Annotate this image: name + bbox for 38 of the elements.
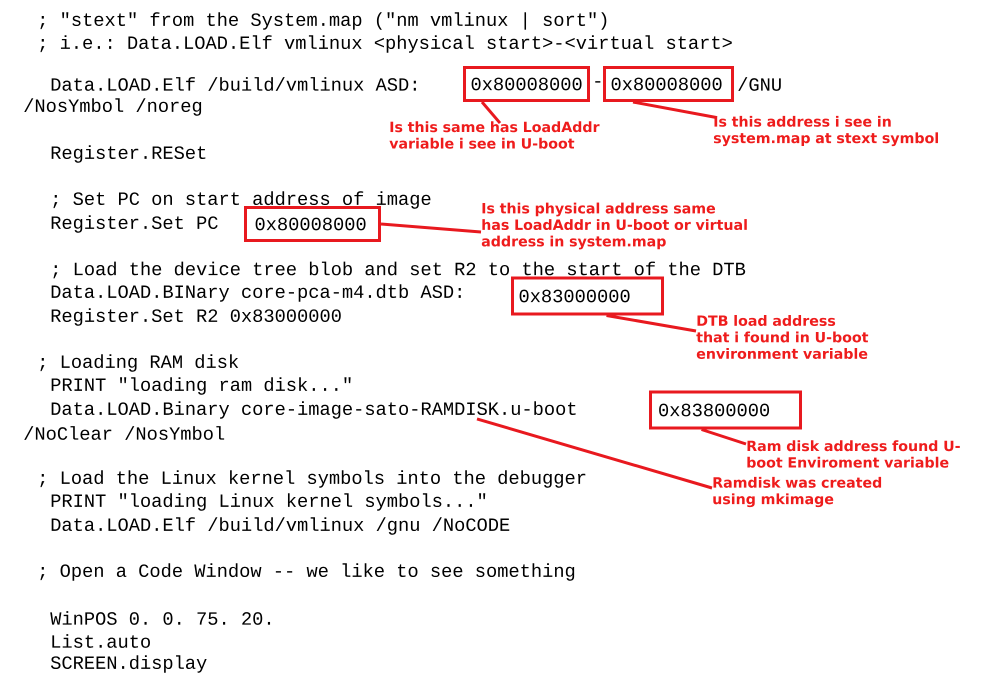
- code-line: ; i.e.: Data.LOAD.Elf vmlinux <physical start>-<virtual start>: [40, 35, 732, 53]
- code-line: Register.Set R2 0x83000000: [52, 308, 341, 326]
- address-box: 0x80008000: [603, 66, 734, 102]
- code-line: List.auto: [52, 634, 150, 648]
- code-line: Data.LOAD.Elf /build/vmlinux ASD:: [52, 77, 416, 91]
- code-line: PRINT "loading ram disk...": [52, 377, 351, 395]
- code-line: ; Set PC on start address of image: [53, 191, 430, 209]
- code-line: Data.LOAD.BINary core-pca-m4.dtb ASD:: [52, 284, 461, 302]
- code-line: Data.LOAD.Binary core-image-sato-RAMDISK.u-boot: [52, 401, 576, 419]
- code-line: -: [595, 81, 600, 83]
- annotation-text: Ram disk address found U-boot Enviroment variable: [747, 440, 960, 468]
- code-line: PRINT "loading Linux kernel symbols...": [52, 493, 486, 511]
- annotation-text: Ramdisk was created using mkimage: [713, 476, 882, 508]
- code-line: Register.Set PC: [52, 215, 218, 233]
- code-line: ; Load the Linux kernel symbols into the debugger: [40, 470, 586, 488]
- code-line: ; Loading RAM disk: [40, 354, 238, 372]
- code-line: WinPOS 0. 0. 75. 20.: [50, 611, 270, 625]
- address-box: 0x80008000: [244, 206, 381, 242]
- address-box: 0x83800000: [649, 390, 802, 430]
- leader-line: [632, 100, 718, 120]
- leader-line: [480, 101, 502, 124]
- code-line: Data.LOAD.Elf /build/vmlinux /gnu /NoCODE: [52, 517, 510, 535]
- code-line: ; Load the device tree blob and set R2 to the start of the DTB: [53, 262, 746, 278]
- code-line: Register.RESet: [52, 145, 206, 163]
- leader-line: [701, 428, 746, 446]
- leader-line: [380, 222, 482, 234]
- address-box: 0x80008000: [463, 66, 590, 102]
- code-line: ; "stext" from the System.map ("nm vmlinux | sort"): [40, 12, 606, 30]
- code-line: ; Open a Code Window -- we like to see something: [40, 563, 574, 581]
- code-line: SCREEN.display: [50, 655, 207, 673]
- leader-line: [606, 314, 696, 332]
- leader-line: [476, 417, 712, 490]
- address-box: 0x83000000: [511, 276, 664, 316]
- code-line: /NoClear /NosYmbol: [24, 426, 224, 440]
- annotation-text: DTB load address that i found in U-boot environment variable: [696, 315, 868, 359]
- annotation-text: Is this physical address same has LoadAddr in U-boot or virtual address in system.map: [482, 202, 747, 250]
- code-line: /NosYmbol /noreg: [24, 98, 202, 116]
- annotation-text: Is this same has LoadAddr variable i see in U-boot: [389, 121, 600, 149]
